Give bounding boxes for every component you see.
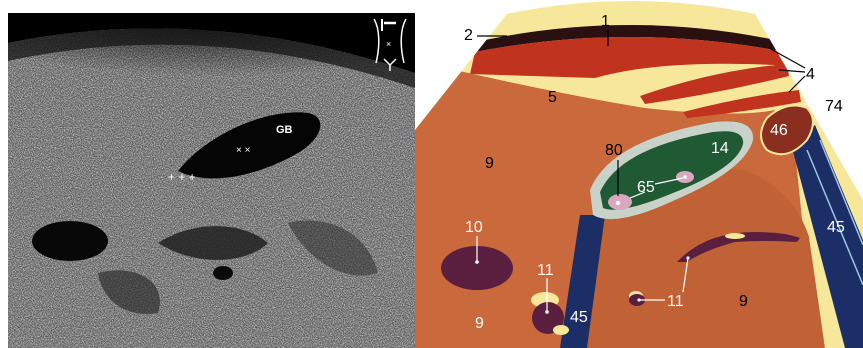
caliper-mark: × ×: [236, 145, 251, 156]
label-45-lower: 45: [570, 309, 588, 326]
label-80: 80: [605, 142, 623, 159]
label-9-lower-left: 9: [475, 315, 484, 332]
label-74: 74: [825, 98, 843, 115]
anatomy-diagram: 1 2 4 5 74 46 9 80 14 65 45 10 11 11 9 4…: [415, 0, 863, 348]
vessel-shadow: [32, 221, 108, 261]
svg-text:×: ×: [386, 39, 391, 49]
label-46: 46: [770, 122, 788, 139]
label-10: 10: [465, 219, 483, 236]
label-65: 65: [637, 179, 655, 196]
label-45-right: 45: [827, 219, 845, 236]
label-9-lower-right: 9: [739, 293, 748, 310]
label-14: 14: [711, 140, 729, 157]
structure-65a: [608, 194, 632, 210]
label-11-right: 11: [667, 293, 684, 310]
label-9-upper: 9: [485, 155, 494, 172]
gb-label: GB: [276, 124, 293, 136]
label-4: 4: [806, 66, 815, 83]
label-11-left: 11: [537, 262, 554, 279]
label-5: 5: [548, 89, 557, 106]
diagram-svg: 1 2 4 5 74 46 9 80 14 65 45 10 11 11 9 4…: [415, 0, 863, 348]
ultrasound-image: GB + + + × × ×: [8, 13, 415, 348]
measurement-markers: + + +: [168, 170, 196, 184]
label-1: 1: [601, 13, 610, 30]
label-2: 2: [464, 27, 473, 44]
ultrasound-svg: GB + + + × × ×: [8, 13, 415, 348]
